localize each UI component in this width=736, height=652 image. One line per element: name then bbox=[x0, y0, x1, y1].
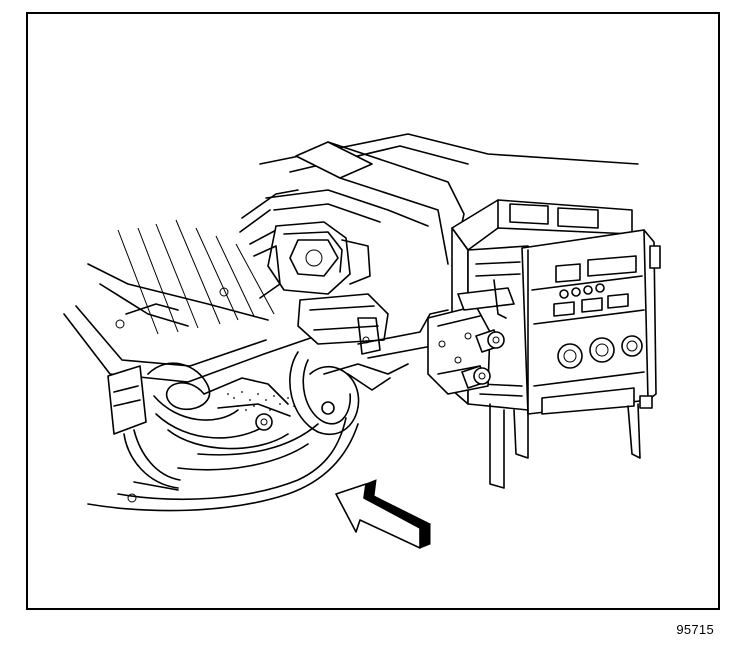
wiring-harness bbox=[107, 362, 291, 489]
illustration-frame bbox=[26, 12, 720, 610]
figure-id-label: 95715 bbox=[676, 622, 714, 637]
hvac-control-removal-illustration bbox=[63, 133, 661, 549]
upper-dash-panel bbox=[239, 133, 639, 267]
steering-column-assembly bbox=[253, 221, 389, 355]
mounting-bracket bbox=[427, 279, 515, 395]
lower-console bbox=[87, 417, 359, 512]
hvac-control-faceplate bbox=[521, 229, 661, 459]
direction-arrow bbox=[335, 479, 432, 549]
left-dash-structure bbox=[63, 219, 329, 383]
